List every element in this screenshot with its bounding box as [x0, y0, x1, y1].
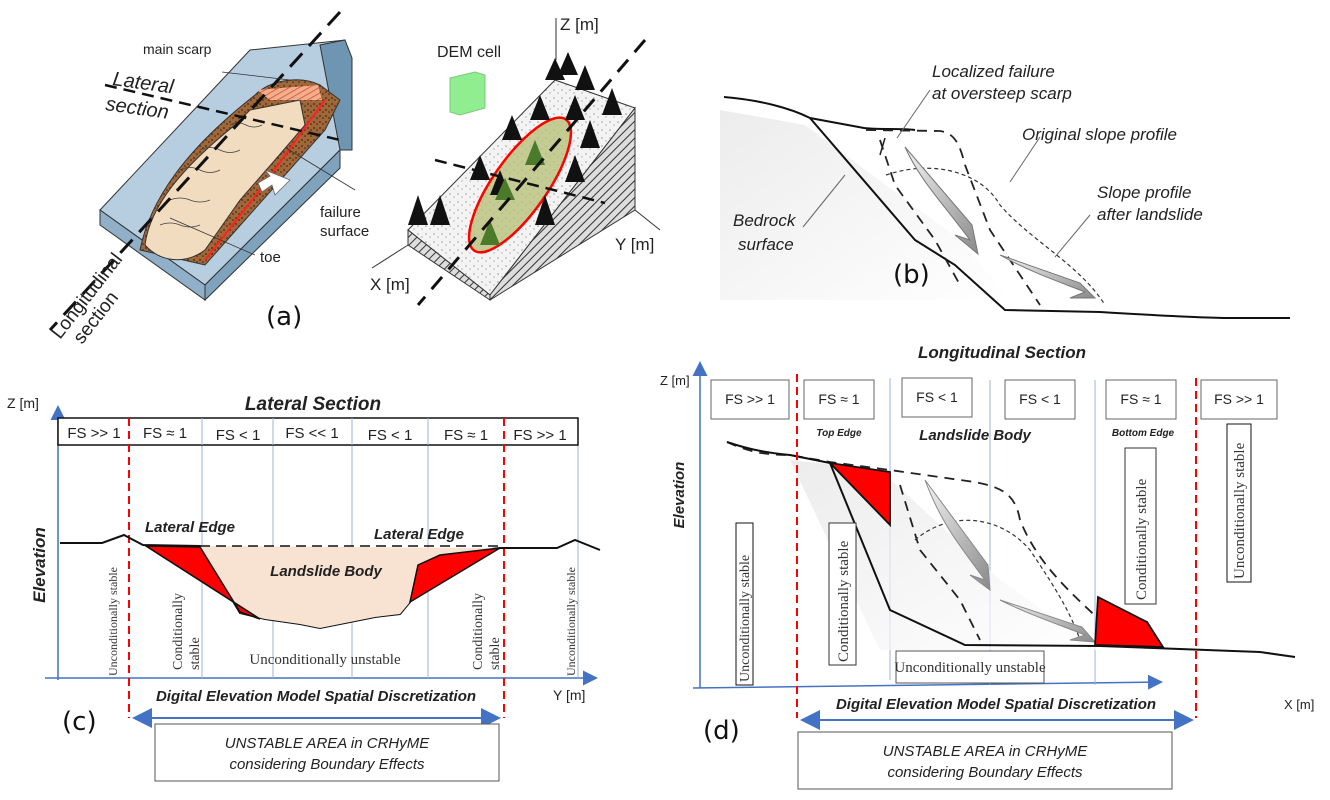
landslide-body-label-d: Landslide Body: [919, 427, 1031, 444]
lateral-edge-left: [143, 545, 261, 620]
cond-stable-right-c-1: Conditionally: [471, 593, 486, 670]
bedrock-label-1: Bedrock: [733, 211, 797, 230]
fs-cell-c: FS < 1: [216, 427, 261, 444]
fs-box-d: [1105, 379, 1177, 420]
cond-stable-left-c-2: stable: [188, 637, 203, 670]
panel-c: FS >> 1 FS ≈ 1 FS < 1 FS << 1 FS < 1 FS …: [7, 394, 601, 782]
uncond-stable-box-right-d: [1226, 423, 1252, 583]
top-edge-label: Top Edge: [816, 428, 862, 439]
fs-cell-d: FS ≈ 1: [818, 391, 859, 407]
top-edge-block: [827, 461, 891, 528]
x-axis-label-a: X [m]: [370, 275, 410, 294]
unstable-area-box-c: [154, 723, 500, 782]
original-profile-label: Original slope profile: [1022, 125, 1177, 144]
panel-a-label: (a): [266, 302, 302, 332]
x-axis-label-d: X [m]: [1284, 697, 1314, 712]
fs-cell-d: FS ≈ 1: [1120, 391, 1161, 407]
bedrock-label-2: surface: [738, 235, 794, 254]
fs-cell-d: FS < 1: [916, 389, 958, 405]
cond-stable-right-d: Conditionally stable: [1134, 478, 1150, 600]
z-axis-label-d: Z [m]: [660, 373, 690, 388]
uncond-unstable-c: Unconditionally unstable: [249, 652, 401, 668]
localized-failure-label-2: at oversteep scarp: [932, 84, 1072, 103]
uncond-unstable-d: Unconditionally unstable: [894, 660, 1046, 676]
z-axis-label-c: Z [m]: [7, 395, 39, 411]
lateral-edge-label-right: Lateral Edge: [374, 526, 464, 543]
uncond-unstable-box-d: [895, 650, 1045, 684]
cond-stable-left-c-1: Conditionally: [171, 593, 186, 670]
unstable-area-text-d-2: considering Boundary Effects: [887, 764, 1083, 781]
y-axis-label-c: Y [m]: [553, 687, 585, 703]
dem-discretization-label-c: Digital Elevation Model Spatial Discreti…: [156, 688, 476, 705]
uncond-stable-right-c: Unconditionally stable: [564, 567, 578, 676]
fs-box-d: [803, 379, 875, 420]
lateral-edge-label-left: Lateral Edge: [145, 519, 235, 536]
landslide-body-label-c: Landslide Body: [270, 563, 382, 580]
panel-a: main scarp Lateral section Longitudinal …: [47, 10, 661, 348]
elevation-label-d: Elevation: [671, 462, 688, 529]
panel-b-label: (b): [893, 260, 930, 290]
cond-stable-box-left-d: [828, 522, 857, 666]
uncond-stable-left-c: Unconditionally stable: [106, 567, 120, 676]
lateral-label-2: section: [104, 93, 170, 124]
y-axis-label-a: Y [m]: [615, 235, 654, 254]
panel-d: FS >> 1 FS ≈ 1 FS < 1 FS < 1 FS ≈ 1 FS >…: [660, 343, 1314, 790]
cond-stable-box-right-d: [1124, 447, 1157, 605]
uncond-stable-left-d: Unconditionally stable: [738, 555, 753, 682]
dem-discretization-label-d: Digital Elevation Model Spatial Discreti…: [836, 696, 1156, 713]
fs-cell-d: FS < 1: [1019, 391, 1061, 407]
panel-d-label: (d): [703, 716, 740, 746]
panel-b: Localized failure at oversteep scarp Ori…: [720, 62, 1290, 319]
bottom-edge-label: Bottom Edge: [1112, 428, 1175, 439]
fs-cell-c: FS ≈ 1: [143, 425, 187, 442]
fs-box-d: [710, 379, 790, 420]
z-axis-label-a: Z [m]: [560, 15, 599, 34]
uncond-stable-right-d: Unconditionally stable: [1232, 442, 1248, 579]
fs-cell-c: FS >> 1: [513, 427, 566, 444]
localized-failure-label-1: Localized failure: [932, 62, 1055, 81]
x-axis-d: [692, 674, 1163, 690]
unstable-area-box-d: [797, 731, 1173, 790]
dem-slope-diagram: [371, 18, 661, 306]
fs-box-d: [901, 377, 973, 418]
uncond-stable-box-left-d: [735, 522, 754, 686]
unstable-area-text-c-1: UNSTABLE AREA in CRHyME: [225, 735, 430, 752]
fs-table-c: [57, 417, 579, 446]
panel-c-label: (c): [62, 707, 97, 737]
fs-box-d: [1004, 379, 1076, 420]
main-scarp-label: main scarp: [143, 41, 212, 57]
landslide-block-diagram: [48, 10, 356, 332]
lateral-edge-right: [408, 547, 501, 604]
cond-stable-left-d: Conditionally stable: [836, 540, 852, 662]
fs-box-d: [1200, 379, 1278, 420]
fs-cell-c: FS << 1: [285, 425, 338, 442]
unstable-area-text-d-1: UNSTABLE AREA in CRHyME: [883, 743, 1088, 760]
bottom-edge-block: [1094, 595, 1165, 648]
dem-cell-label: DEM cell: [437, 44, 501, 61]
cond-stable-right-c-2: stable: [488, 637, 503, 670]
elevation-label-c: Elevation: [30, 527, 49, 603]
fs-cell-c: FS >> 1: [67, 425, 120, 442]
unstable-area-text-c-2: considering Boundary Effects: [229, 756, 425, 773]
failure-surface-label-2: surface: [320, 223, 369, 240]
failure-surface-label-1: failure: [320, 204, 361, 221]
fs-cell-d: FS >> 1: [725, 391, 775, 407]
after-profile-label-2: after landslide: [1097, 205, 1203, 224]
longitudinal-section-title: Longitudinal Section: [918, 343, 1086, 362]
fs-cell-d: FS >> 1: [1214, 391, 1264, 407]
toe-label: toe: [260, 249, 281, 266]
after-profile-label-1: Slope profile: [1097, 183, 1192, 202]
lateral-label-1: Lateral: [111, 68, 175, 98]
lateral-section-title: Lateral Section: [245, 394, 381, 415]
fs-cell-c: FS ≈ 1: [444, 427, 488, 444]
fs-cell-c: FS < 1: [368, 427, 413, 444]
